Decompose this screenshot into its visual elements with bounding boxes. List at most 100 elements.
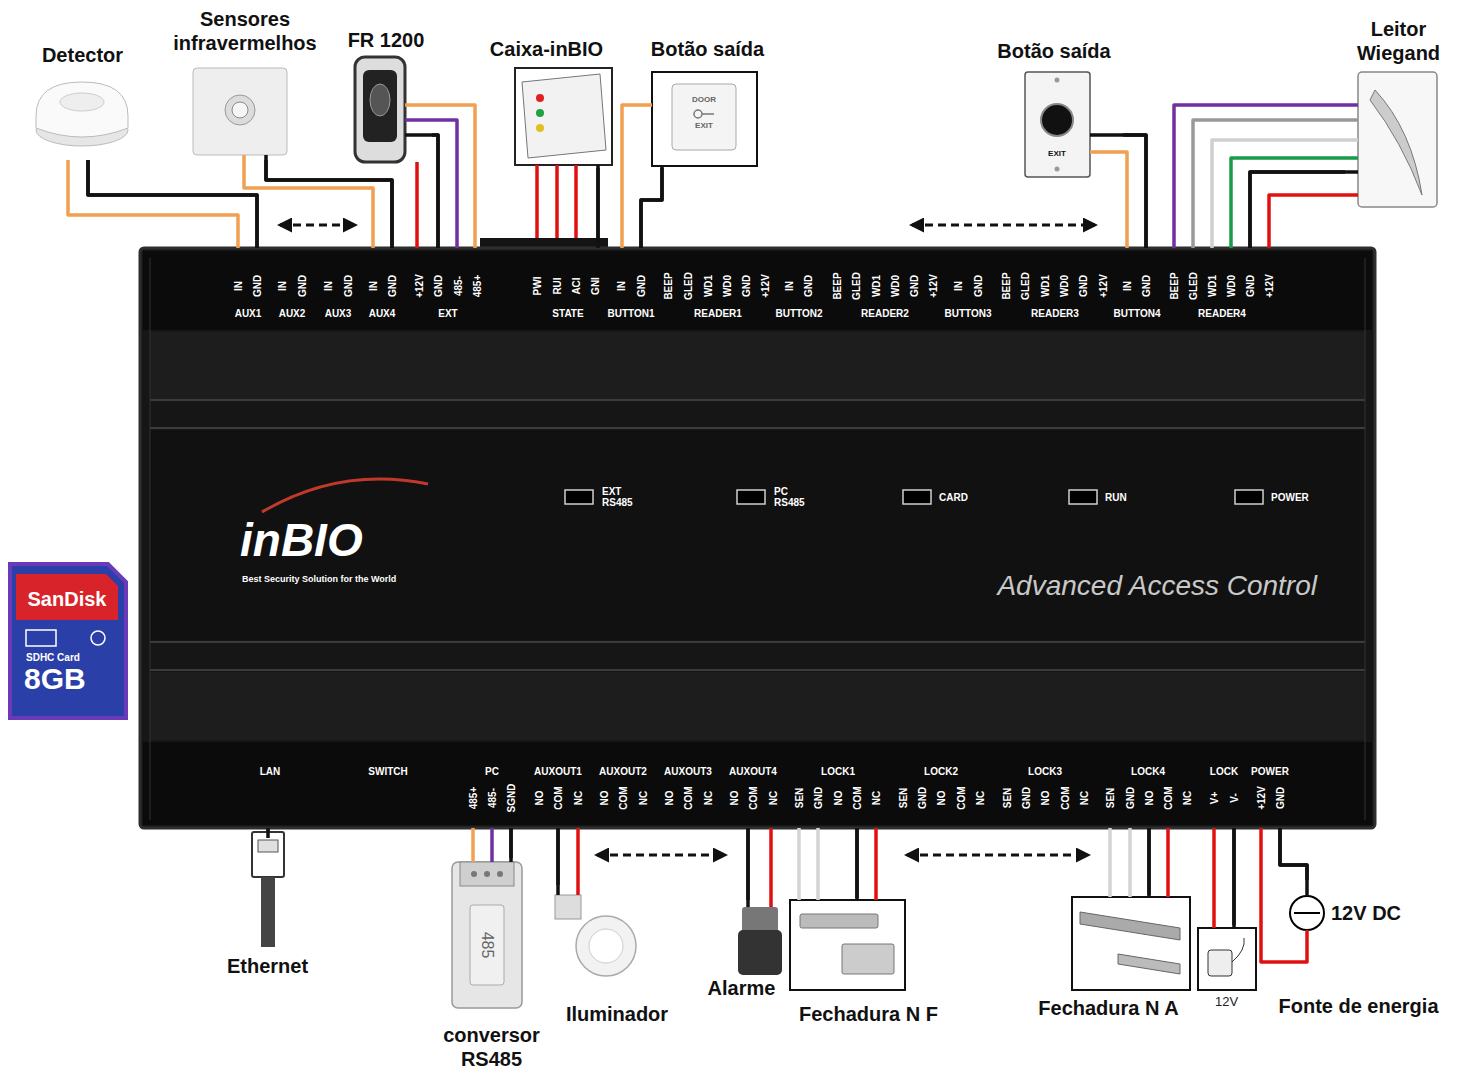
pin-label: IN (323, 281, 334, 291)
terminal-group-label: AUX1 (235, 308, 262, 319)
card-brand: SanDisk (16, 588, 118, 611)
indicator-label: PC RS485 (774, 486, 814, 508)
pin-label: GND (1078, 275, 1089, 297)
device-lock: Fechadura N A (1025, 895, 1192, 1022)
pin-label: SGND (506, 784, 517, 813)
power-adapter (1198, 928, 1256, 990)
card-capacity: 8GB (24, 662, 114, 697)
device-converter: conversor RS485485 (435, 858, 548, 1074)
pin-label: GND (1125, 787, 1136, 809)
pin-label: WD0 (1226, 275, 1237, 297)
pin-label: +12V (1098, 274, 1109, 298)
brand-slogan: Best Security Solution for the World (242, 574, 472, 584)
logo-swoosh (262, 479, 428, 512)
wire-connector (1147, 828, 1151, 895)
sd-card-outline (8, 562, 128, 720)
pin-label: NC (1182, 791, 1193, 805)
terminal-group-label: BUTTON4 (1113, 308, 1160, 319)
pin-label: GND (909, 275, 920, 297)
wire-connector (432, 135, 438, 248)
device-reader: FR 1200 (340, 27, 432, 165)
controller-board: inBIO Best Security Solution for the Worl… (140, 248, 1375, 828)
wire-connector (1232, 828, 1236, 925)
terminal-group-label: LOCK4 (1131, 766, 1165, 777)
terminal-group-label: BUTTON3 (944, 308, 991, 319)
terminal-group-label: AUXOUT1 (534, 766, 582, 777)
terminal-group-label: SWITCH (368, 766, 407, 777)
device-label: Fechadura N F (787, 1003, 950, 1026)
fingerprint-reader (355, 57, 405, 162)
indicator-label: POWER (1271, 492, 1309, 503)
device-label: Leitor Wiegand (1345, 17, 1452, 65)
range-arrow (280, 225, 1095, 855)
device-reader: Leitor Wiegand (1345, 15, 1452, 210)
pin-label: V+ (1209, 792, 1220, 805)
pin-label: GND (387, 275, 398, 297)
pin-label: NO (1040, 791, 1051, 806)
terminal-group-label: STATE (552, 308, 583, 319)
indicator-label: EXT RS485 (602, 486, 642, 508)
illuminator-lamp (555, 895, 636, 976)
pin-label: IN (1122, 281, 1133, 291)
pin-label: +12V (1256, 786, 1267, 810)
terminal-group-label: LOCK (1210, 766, 1238, 777)
pin-label: WD1 (1207, 275, 1218, 297)
pin-label: +12V (1264, 274, 1275, 298)
device-label: FR 1200 (340, 29, 432, 52)
pin-label: GND (636, 275, 647, 297)
terminal-group-label: LOCK2 (924, 766, 958, 777)
pin-label: IN (784, 281, 795, 291)
pin-label: SEN (1002, 788, 1013, 809)
device-label: Detector (30, 44, 135, 67)
card-type: SDHC Card (26, 652, 116, 664)
pin-label: +12V (928, 274, 939, 298)
infrared-sensor (193, 68, 287, 155)
pin-label: GND (741, 275, 752, 297)
device-label: Fechadura N A (1025, 997, 1192, 1020)
pin-label: WD1 (703, 275, 714, 297)
pin-label: GND (813, 787, 824, 809)
pin-label: GND (1275, 787, 1286, 809)
pin-label: GND (252, 275, 263, 297)
wire-connector (266, 828, 270, 838)
pin-label: SEN (898, 788, 909, 809)
fail-secure-lock (790, 900, 905, 990)
wiegand-reader (1358, 72, 1437, 207)
pin-label: GND (1141, 275, 1152, 297)
terminal-group-label: AUX2 (279, 308, 306, 319)
pin-label: GND (973, 275, 984, 297)
device-ethernet: Ethernet (215, 838, 320, 980)
dc-source-symbol (1290, 896, 1324, 930)
terminal-group-label: READER2 (861, 308, 909, 319)
terminal-group-label: BUTTON2 (775, 308, 822, 319)
terminal-group-label: LAN (260, 766, 281, 777)
pin-label: BEEP (663, 272, 674, 299)
device-lock: Fechadura N F (787, 898, 950, 1028)
pin-label: NO (936, 791, 947, 806)
pin-label: IN (953, 281, 964, 291)
brand-logo: inBIO (240, 514, 470, 567)
device-label: Ethernet (215, 955, 320, 978)
power-source: 12V DCFonte de energia (1265, 880, 1452, 1022)
exit-button (652, 72, 757, 166)
wire-connector (88, 160, 257, 248)
device-label: Iluminador (552, 1003, 682, 1026)
wire-connector (1280, 828, 1307, 880)
terminal-group-label: POWER (1251, 766, 1289, 777)
pin-label: COM (683, 786, 694, 809)
pin-label: COM (553, 786, 564, 809)
indicator-label: CARD (939, 492, 968, 503)
pin-label: NO (664, 791, 675, 806)
terminal-group-label: AUXOUT4 (729, 766, 777, 777)
pin-label: COM (748, 786, 759, 809)
pin-label: WD1 (871, 275, 882, 297)
pin-label: COM (618, 786, 629, 809)
rs485-converter (452, 862, 522, 1008)
device-label: 12V DC (1331, 902, 1443, 925)
pin-label: NC (871, 791, 882, 805)
smoke-detector (36, 82, 128, 146)
wire-connector (266, 160, 392, 248)
pin-label: 485- (487, 788, 498, 808)
pin-label: COM (852, 786, 863, 809)
